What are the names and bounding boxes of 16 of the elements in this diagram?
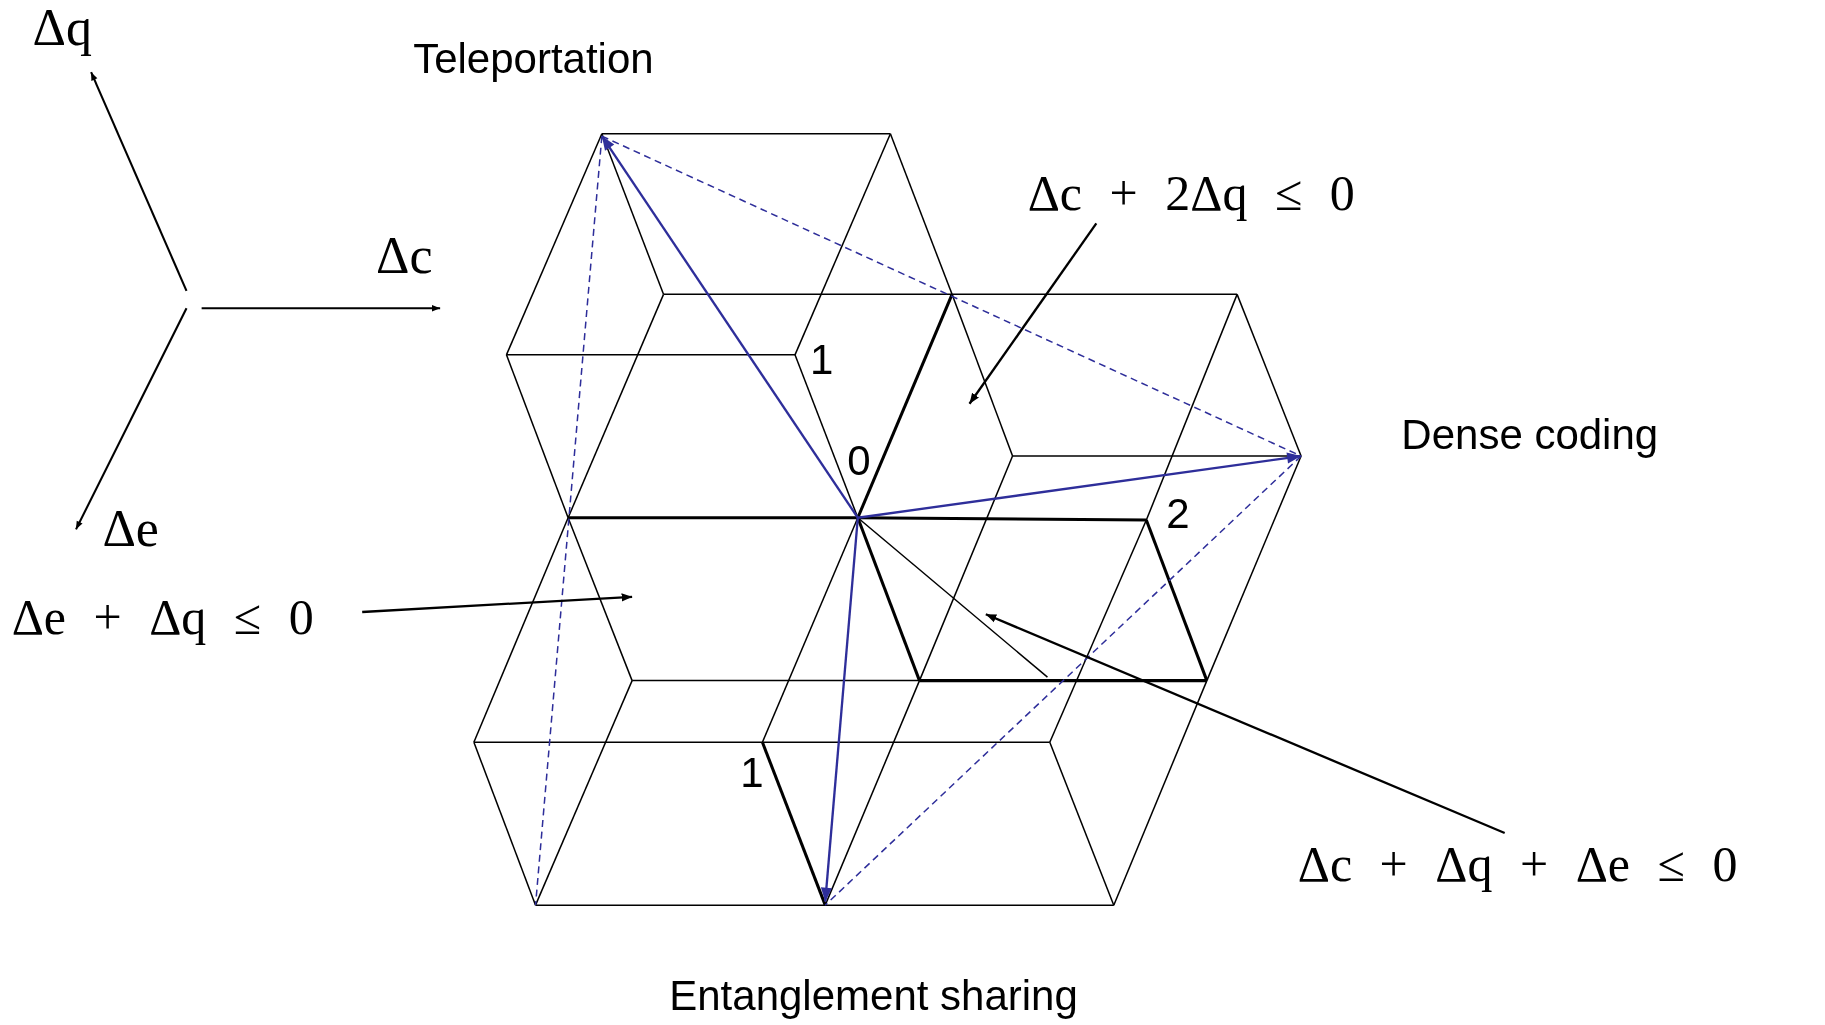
vertex-label: 1 (740, 751, 764, 794)
corner-label: Dense coding (1401, 414, 1659, 457)
leader-line (968, 222, 1098, 405)
axis-label: Δc (375, 230, 433, 283)
corner-label: Teleportation (413, 38, 654, 81)
vertex-label: 2 (1166, 493, 1190, 536)
axis-label: Δe (102, 502, 159, 555)
inequality-label: Δc + Δq + Δe ≤ 0 (1297, 833, 1805, 894)
leader-line (985, 613, 1506, 835)
inequality-label: Δe + Δq ≤ 0 (11, 586, 362, 648)
corner-label: Entanglement sharing (669, 975, 1078, 1018)
inequality-label: Δc + 2Δq ≤ 0 (1027, 162, 1406, 224)
leader-line (362, 593, 633, 614)
vertex-label: 1 (810, 338, 834, 381)
vertex-label: 0 (847, 439, 871, 482)
axis-label: Δq (32, 2, 93, 55)
